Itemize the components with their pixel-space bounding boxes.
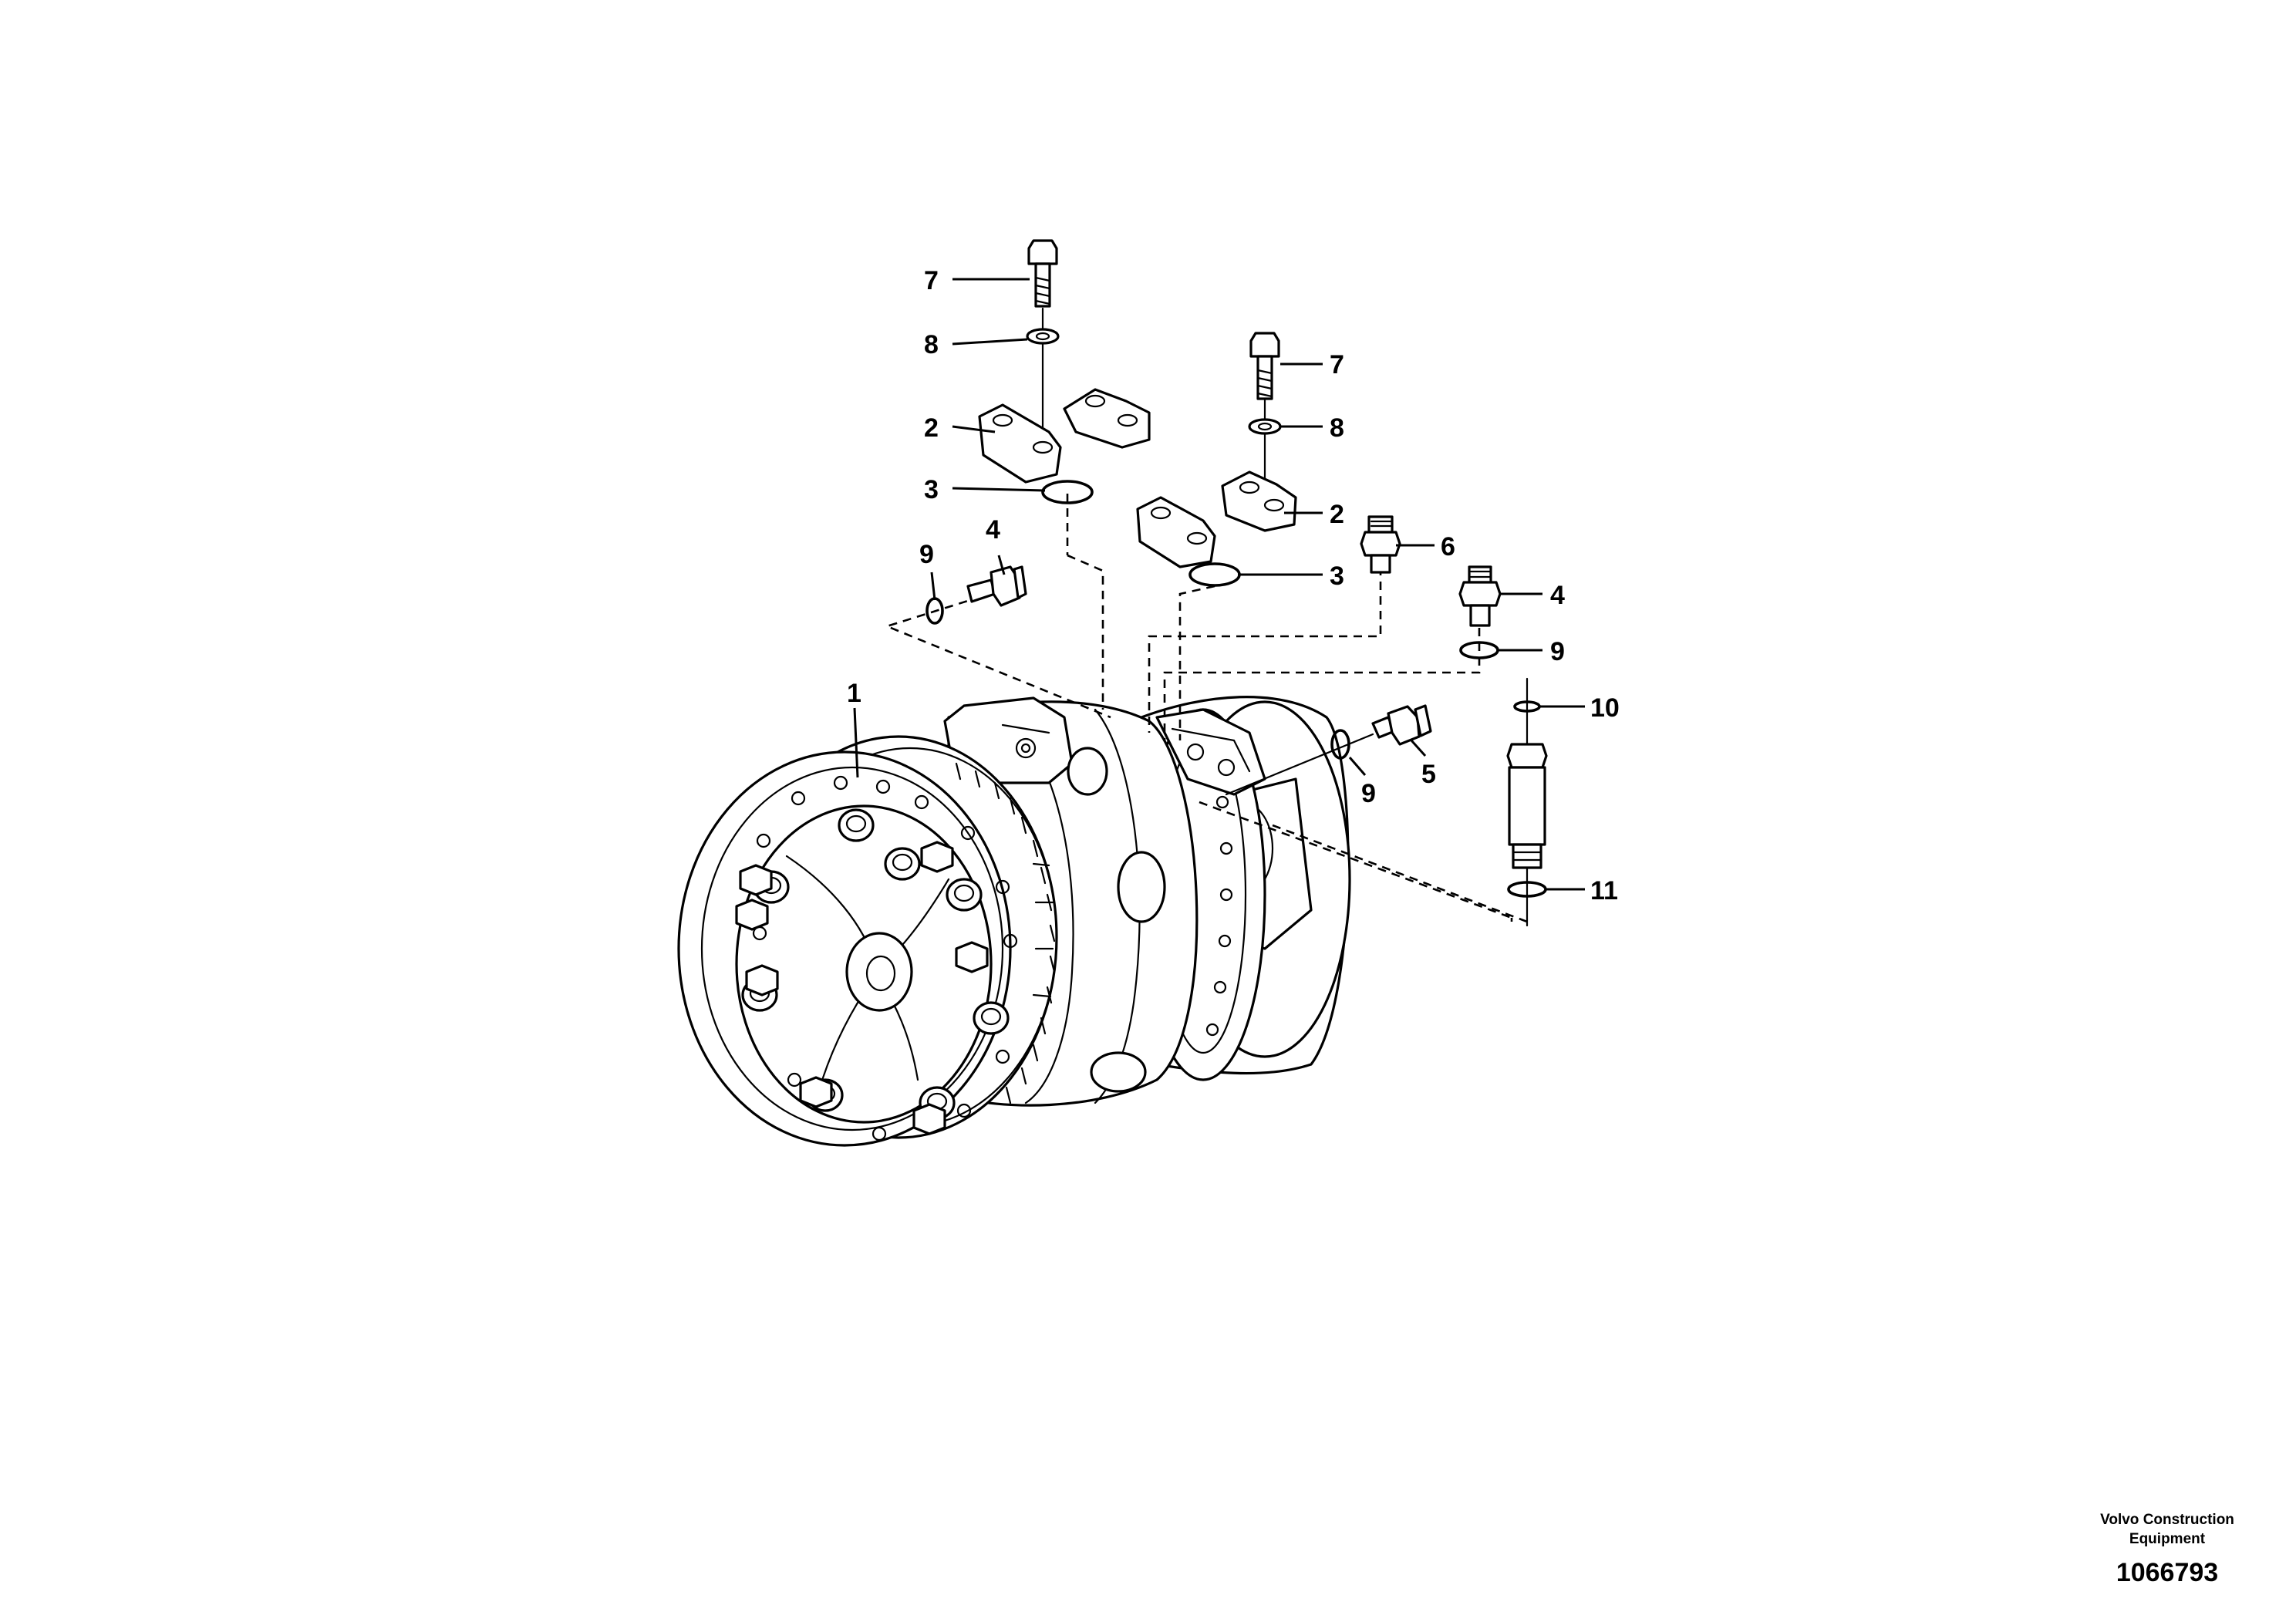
callout-8-right: 8	[1330, 413, 1344, 443]
callout-labels: 7 8 2 3 4 9 1 7 8 2 3 6 4 9 10 5 9 11	[847, 266, 1620, 905]
travel-motor-assembly	[677, 696, 1351, 1147]
fitting-4-right	[1458, 565, 1502, 627]
footer-brand: Volvo Construction Equipment	[2100, 1512, 2234, 1547]
callout-9-right: 9	[1550, 637, 1565, 666]
split-flange-2-right	[1136, 470, 1297, 568]
callout-2-right: 2	[1330, 500, 1344, 529]
callout-6: 6	[1441, 532, 1455, 561]
rim-bolts	[752, 775, 1018, 1141]
gear-teeth	[955, 762, 1056, 1104]
washer-8-left	[1026, 328, 1060, 345]
callout-7-left: 7	[924, 266, 939, 295]
callout-2-left: 2	[924, 413, 939, 443]
fitting-5	[1371, 704, 1432, 746]
callout-4-left: 4	[986, 515, 1000, 545]
callout-9-middle: 9	[1361, 779, 1376, 808]
bolt-7-left	[1027, 239, 1058, 308]
wheel-nuts	[735, 841, 989, 1135]
callout-7-right: 7	[1330, 350, 1344, 379]
callout-leaders	[853, 278, 1585, 891]
callout-5: 5	[1421, 760, 1436, 789]
split-flange-2-left	[978, 388, 1151, 484]
o-ring-3-left	[1041, 480, 1094, 504]
o-ring-9-middle	[1330, 729, 1350, 760]
fitting-6	[1360, 515, 1401, 574]
bolt-7-right	[1249, 332, 1280, 400]
washer-8-right	[1248, 418, 1282, 435]
callout-3-right: 3	[1330, 561, 1344, 591]
drawing-number: 1066793	[2116, 1558, 2219, 1587]
callout-11: 11	[1590, 876, 1618, 905]
o-ring-3-right	[1188, 562, 1241, 587]
callout-4-right: 4	[1550, 581, 1565, 610]
cartridge	[1506, 743, 1548, 869]
callout-3-left: 3	[924, 475, 939, 504]
fitting-4-left	[966, 565, 1027, 607]
callout-8-left: 8	[924, 330, 939, 359]
callout-1: 1	[847, 679, 861, 708]
callout-9-left: 9	[919, 540, 934, 569]
callout-10: 10	[1590, 693, 1620, 723]
